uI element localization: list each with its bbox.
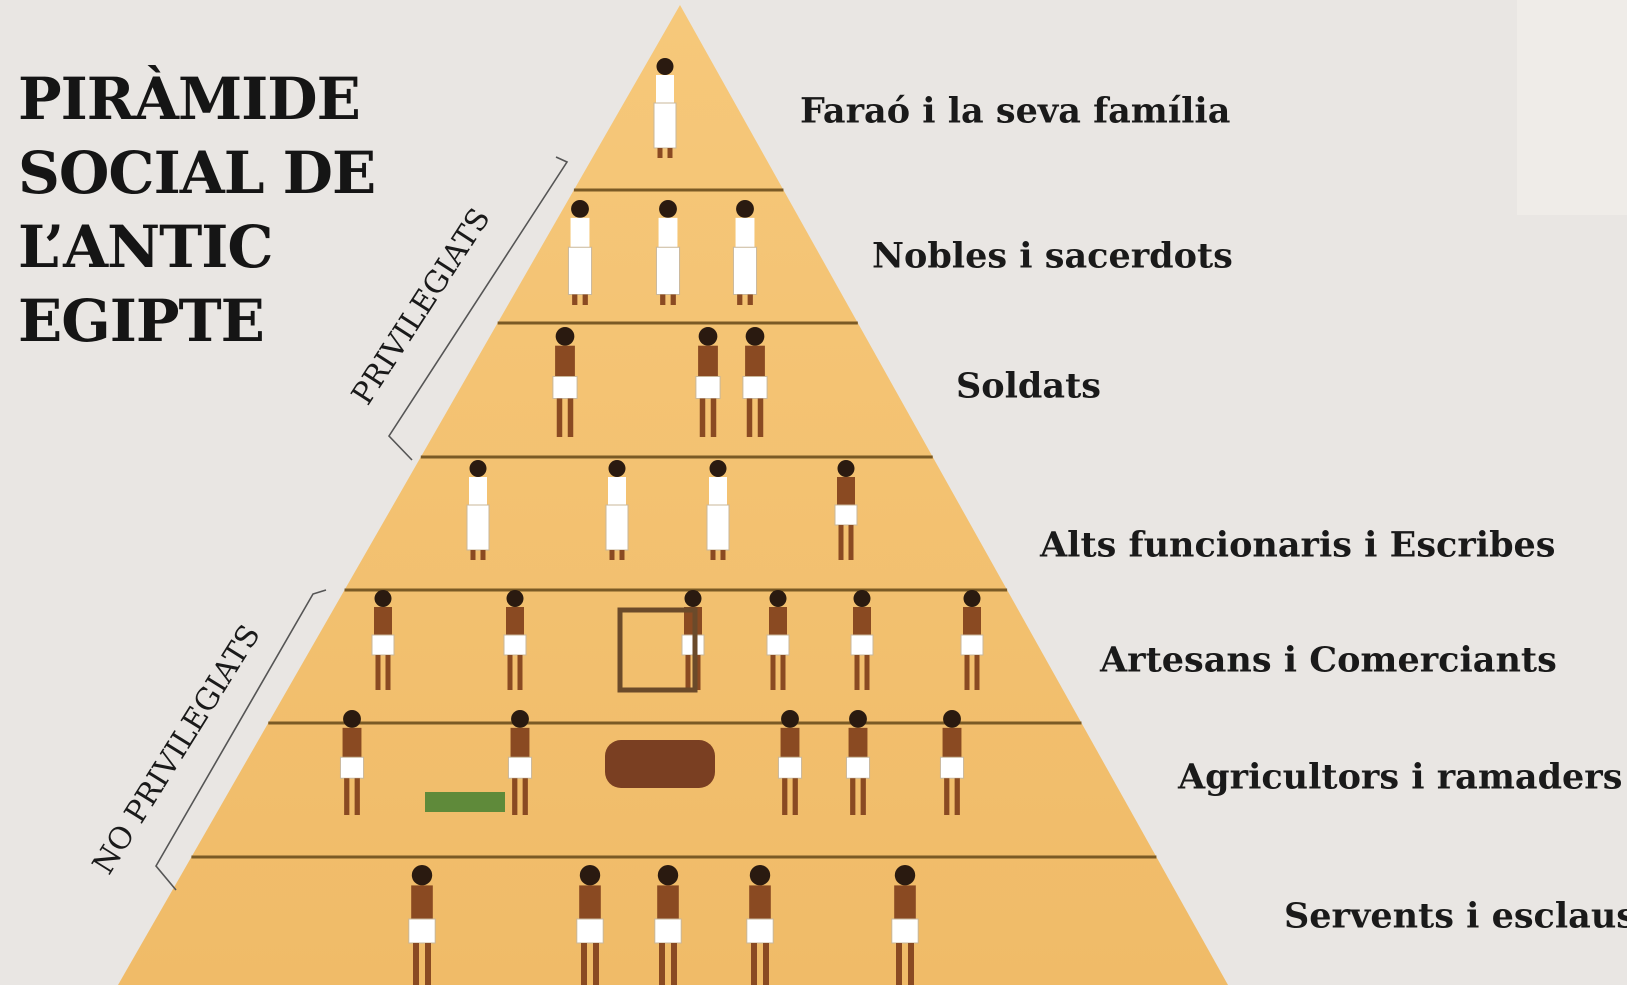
- level-label-nobles-priests: Nobles i sacerdots: [872, 235, 1233, 277]
- title-line-3: L’ANTIC: [18, 213, 274, 281]
- servant-slave-figure: [654, 865, 682, 985]
- soldier-figure: [695, 327, 721, 437]
- artisan-merchant-figure: [850, 590, 874, 690]
- soldier-figure: [742, 327, 768, 437]
- official-scribe-figure: [706, 460, 730, 560]
- non-privileged-bracket: [155, 589, 327, 891]
- page-title: PIRÀMIDE SOCIAL DE L’ANTIC EGIPTE: [18, 62, 376, 358]
- noble-priest-figure: [732, 200, 758, 305]
- soldier-figure: [552, 327, 578, 437]
- level-label-farmers-herders: Agricultors i ramaders: [1178, 756, 1623, 798]
- artisan-merchant-figure: [503, 590, 527, 690]
- farmer-herder-figure: [845, 710, 871, 815]
- farmer-herder-figure: [777, 710, 803, 815]
- farmer-herder-figure: [507, 710, 533, 815]
- grain-field: [425, 792, 505, 812]
- servant-slave-figure: [576, 865, 604, 985]
- farmer-herder-figure: [939, 710, 965, 815]
- official-scribe-figure: [834, 460, 858, 560]
- level-label-soldiers: Soldats: [956, 365, 1101, 407]
- artisan-merchant-figure: [960, 590, 984, 690]
- level-label-officials-scribes: Alts funcionaris i Escribes: [1040, 524, 1556, 566]
- loom: [617, 607, 698, 693]
- noble-priest-figure: [567, 200, 593, 305]
- artisan-merchant-figure: [766, 590, 790, 690]
- pharaoh-figure: [653, 58, 677, 158]
- privileged-bracket: [387, 156, 569, 461]
- level-label-servants-slaves: Servents i esclaus: [1284, 895, 1627, 937]
- servant-slave-figure: [746, 865, 774, 985]
- ox-figure: [605, 740, 715, 788]
- pyramid-figures: [339, 58, 984, 985]
- title-line-4: EGIPTE: [18, 287, 265, 355]
- artisan-merchant-figure: [371, 590, 395, 690]
- servant-slave-figure: [408, 865, 436, 985]
- official-scribe-figure: [466, 460, 490, 560]
- level-label-pharaoh: Faraó i la seva família: [800, 90, 1231, 132]
- official-scribe-figure: [605, 460, 629, 560]
- level-label-artisans-merchants: Artesans i Comerciants: [1100, 639, 1557, 681]
- group-brackets: [155, 156, 569, 891]
- title-line-2: SOCIAL DE: [18, 139, 376, 207]
- title-line-1: PIRÀMIDE: [18, 65, 361, 133]
- servant-slave-figure: [891, 865, 919, 985]
- noble-priest-figure: [655, 200, 681, 305]
- corner-panel: [1517, 0, 1627, 215]
- farmer-herder-figure: [339, 710, 365, 815]
